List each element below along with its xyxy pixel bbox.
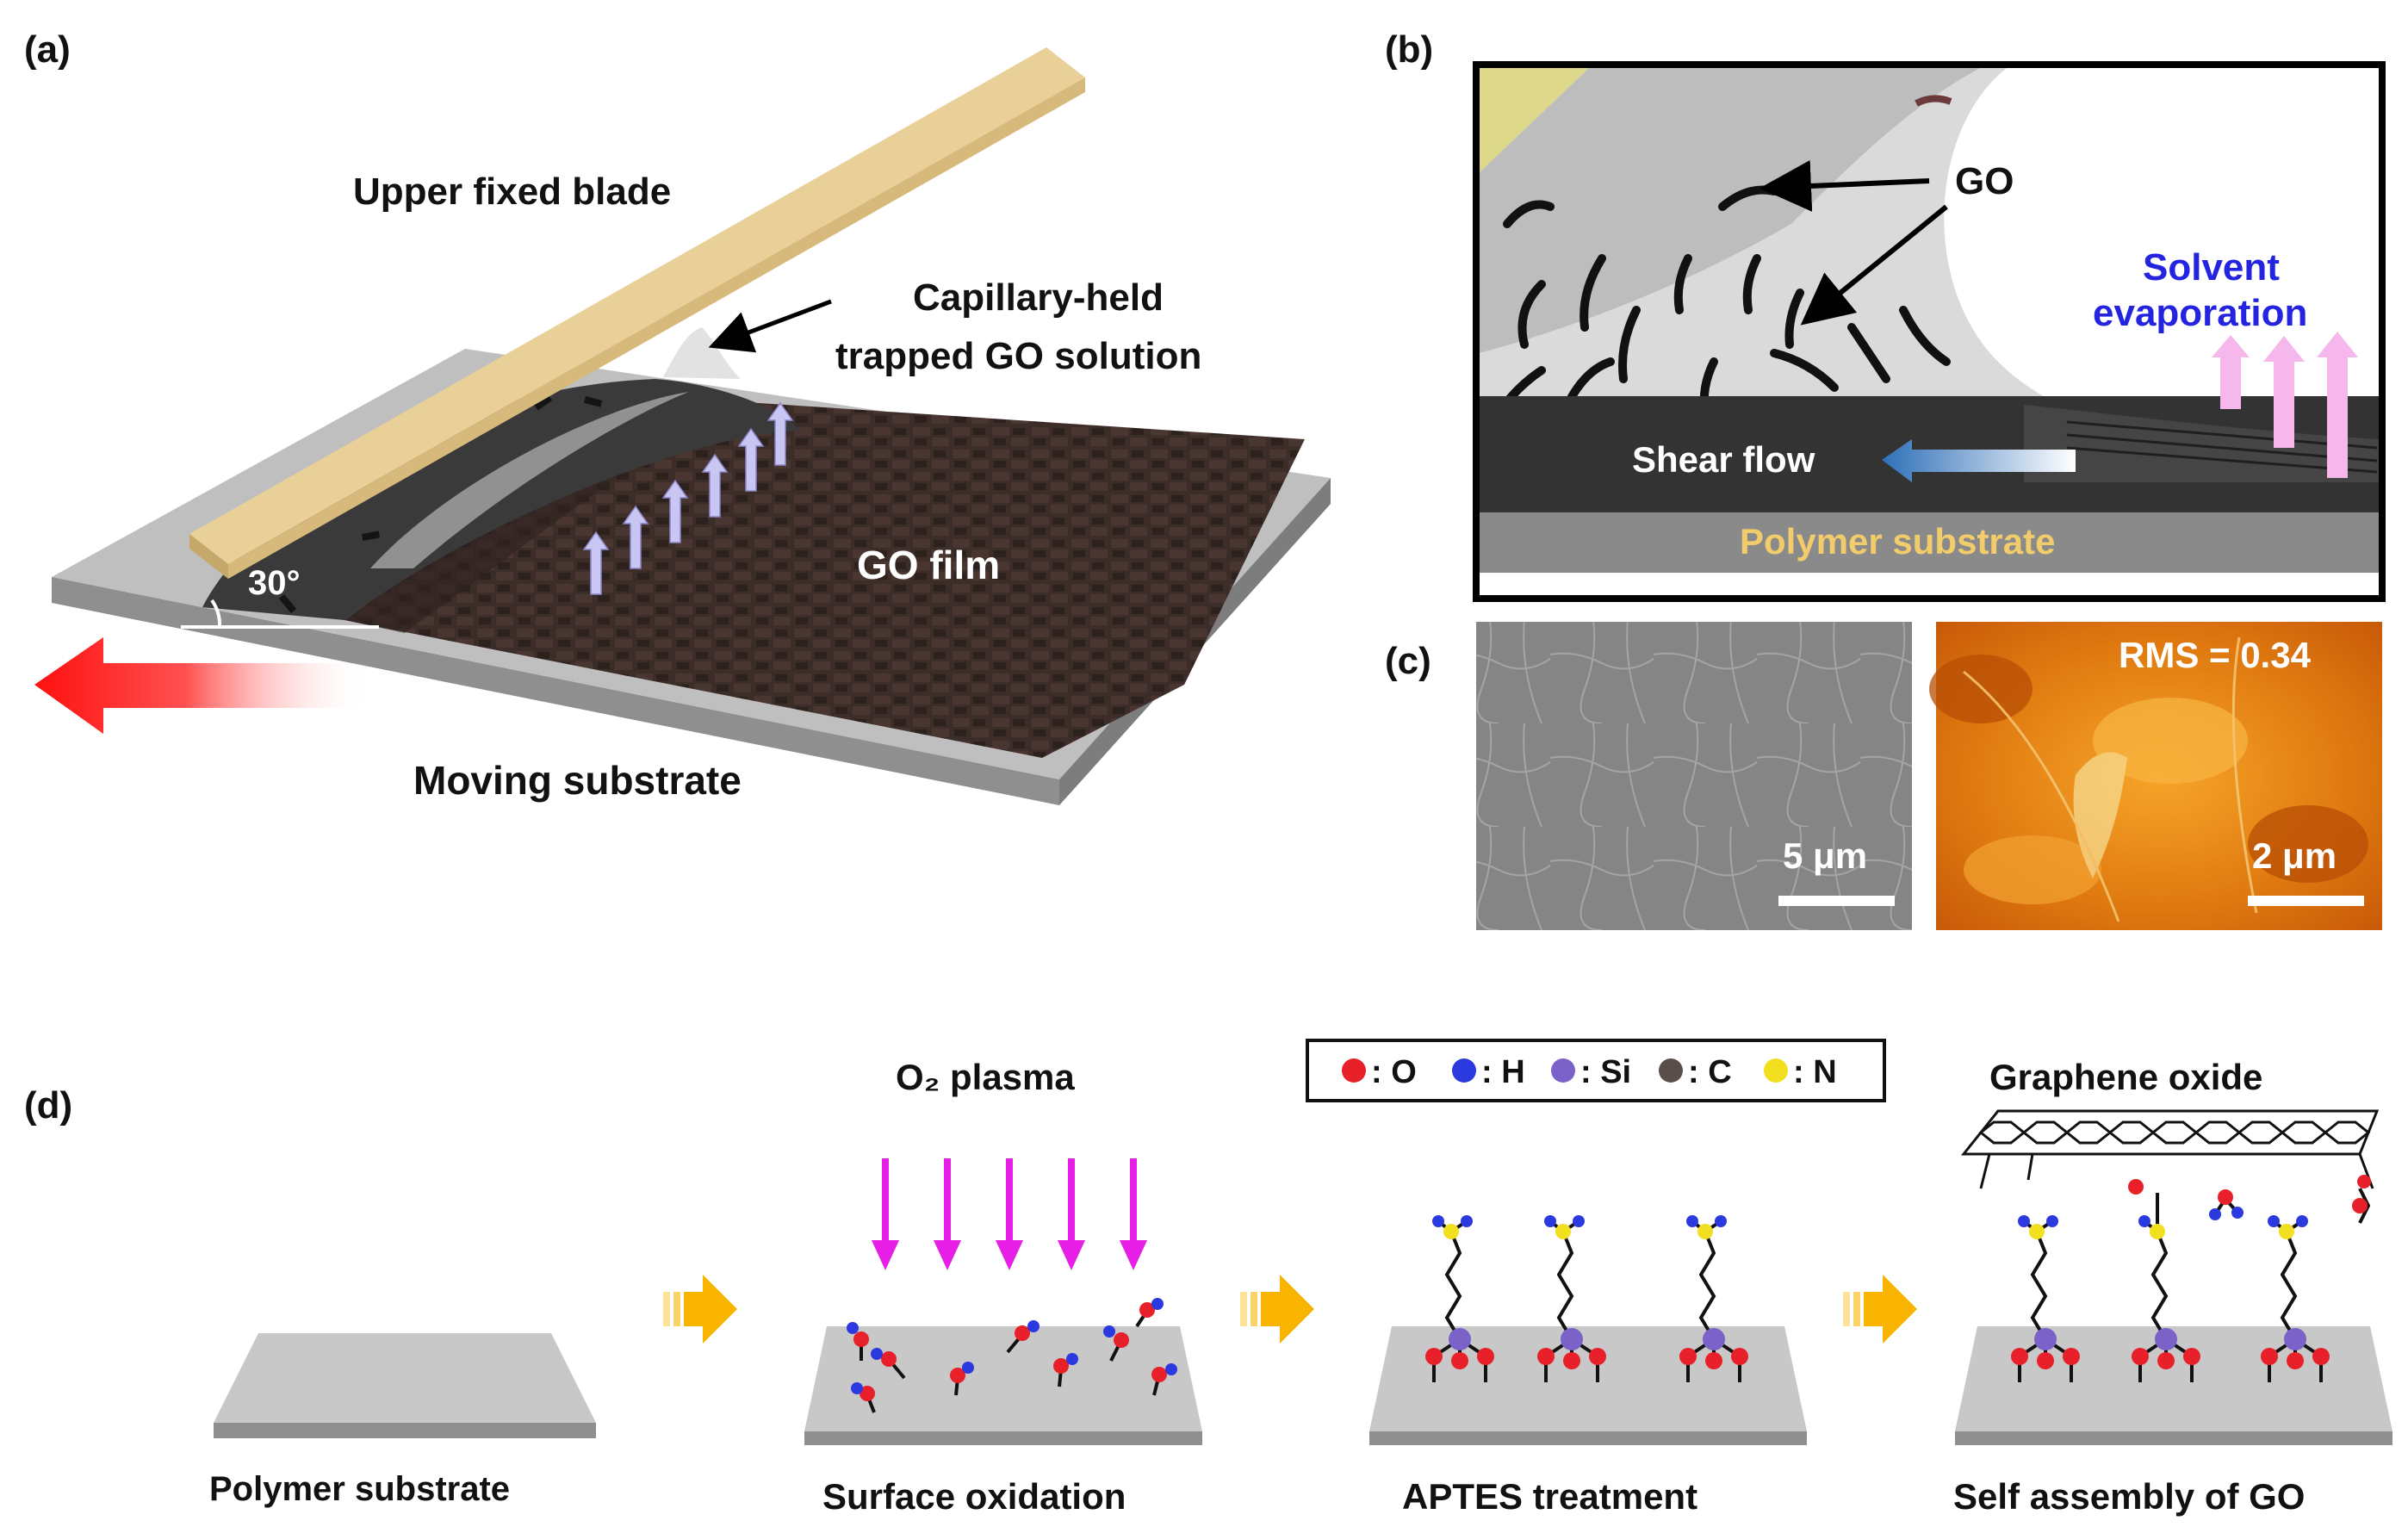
- angle-label: 30°: [248, 564, 301, 602]
- step3-label: APTES treatment: [1402, 1476, 1697, 1517]
- graphene-label: Graphene oxide: [1989, 1057, 2262, 1097]
- atom-legend-items: : O : H : Si : C : N: [1342, 1054, 1837, 1090]
- plasma-arrows: [872, 1158, 1147, 1270]
- plasma-label: O₂ plasma: [896, 1057, 1075, 1097]
- upper-fixed-blade: [189, 47, 1085, 579]
- blade-label: Upper fixed blade: [353, 171, 671, 213]
- evaporation-arrows: [582, 401, 794, 595]
- afm-rms-label: RMS = 0.34: [2119, 635, 2312, 675]
- step1-label: Polymer substrate: [209, 1470, 510, 1508]
- sem-scale-bar: [1778, 896, 1895, 906]
- panel-b: (b): [1385, 28, 2386, 602]
- solvent-label-line1: Solvent: [2143, 246, 2280, 289]
- svg-text:: O: : O: [1371, 1054, 1417, 1090]
- go-label: GO: [1955, 160, 2014, 202]
- step4-label: Self assembly of GO: [1953, 1476, 2305, 1517]
- step3-substrate: [1369, 1326, 1807, 1445]
- step2-label: Surface oxidation: [822, 1476, 1126, 1517]
- panel-c: (c) 5 μm RMS = 0.34 2 μm: [1385, 622, 2382, 930]
- svg-text:: H: : H: [1481, 1054, 1525, 1090]
- graphene-sheet: [1960, 1109, 2380, 1189]
- go-film-label: GO film: [857, 543, 1000, 587]
- panel-b-label: (b): [1385, 28, 1433, 71]
- panel-d-label: (d): [24, 1084, 72, 1126]
- panel-a: (a): [24, 28, 1331, 805]
- step1-substrate: [214, 1333, 596, 1438]
- afm-scale-label: 2 μm: [2252, 835, 2337, 876]
- capillary-label-line1: Capillary-held: [913, 276, 1164, 319]
- step2-substrate: [804, 1326, 1202, 1445]
- moving-substrate-label: Moving substrate: [413, 758, 742, 803]
- polymer-substrate-label: Polymer substrate: [1740, 521, 2055, 562]
- svg-text:: N: : N: [1793, 1054, 1837, 1090]
- solvent-arrows: [2212, 332, 2358, 478]
- svg-text:: Si: : Si: [1580, 1054, 1631, 1090]
- sem-scale-label: 5 μm: [1783, 835, 1867, 876]
- panel-d: (d) Polymer substrate O₂ plasma: [24, 1039, 2392, 1517]
- afm-scale-bar: [2248, 896, 2364, 906]
- aptes-molecules: [1425, 1215, 1748, 1382]
- shear-flow-label: Shear flow: [1632, 439, 1815, 480]
- svg-text:: C: : C: [1688, 1054, 1732, 1090]
- moving-direction-arrow: [34, 637, 370, 734]
- atom-legend: [1306, 1039, 1886, 1102]
- angle-indicator: [181, 599, 379, 629]
- solvent-label-line2: evaporation: [2093, 292, 2307, 334]
- panel-c-label: (c): [1385, 640, 1431, 682]
- assembled-molecules: [2011, 1175, 2371, 1382]
- capillary-label-line2: trapped GO solution: [835, 335, 1201, 377]
- sem-image: [1476, 622, 1912, 930]
- step-arrows: [663, 1275, 1917, 1344]
- shear-flow-arrow: [1882, 439, 2076, 482]
- oh-groups: [847, 1298, 1177, 1413]
- panel-a-label: (a): [24, 28, 71, 71]
